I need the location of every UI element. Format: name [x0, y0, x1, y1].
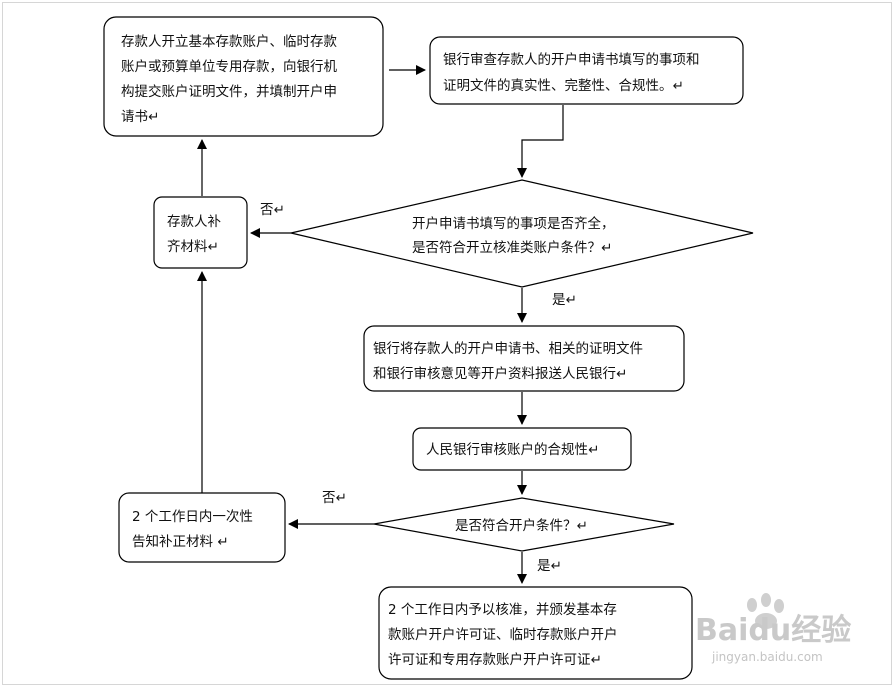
supplement1-box: [153, 196, 248, 269]
final-box: [378, 586, 693, 680]
decision1-line-2: 是否符合开立核准类账户条件？↵: [412, 239, 612, 256]
step2-line-1: 银行审查存款人的开户申请书填写的事项和: [443, 51, 700, 68]
label-yes-2: 是↵: [537, 558, 562, 574]
step1-line-2: 账户或预算单位专用存款，向银行机: [121, 58, 337, 75]
supplement1-line-2: 齐材料↵: [167, 239, 219, 255]
final-line-1: 2 个工作日内予以核准，并颁发基本存: [388, 601, 617, 618]
supplement2-line-2: 告知补正材料 ↵: [132, 533, 229, 550]
label-yes-1: 是↵: [552, 292, 577, 308]
label-no-2: 否↵: [322, 490, 347, 506]
step1-box: [103, 16, 384, 137]
paw-icon: [747, 593, 784, 629]
step3-line-2: 和银行审核意见等开户资料报送人民银行↵: [373, 365, 627, 382]
supplement2-box: [118, 492, 286, 563]
watermark-logo: Baidu经验: [695, 613, 851, 648]
decision2-line-1: 是否符合开户条件？↵: [455, 517, 588, 534]
step4-box: [412, 427, 632, 471]
decision2-diamond: [373, 497, 675, 552]
decision1-line-1: 开户申请书填写的事项是否齐全，: [412, 215, 615, 232]
step2-box: [429, 36, 744, 105]
label-no-1: 否↵: [260, 202, 285, 218]
decision1-diamond: [290, 179, 754, 288]
supplement2-line-1: 2 个工作日内一次性: [132, 509, 253, 525]
final-line-3: 许可证和专用存款账户开户许可证↵: [388, 651, 602, 668]
supplement1-line-1: 存款人补: [167, 214, 221, 230]
step3-box: [363, 325, 685, 392]
step4-line-1: 人民银行审核账户的合规性↵: [426, 441, 599, 458]
step1-line-1: 存款人开立基本存款账户、临时存款: [121, 33, 337, 50]
baidu-watermark: Baidu经验 jingyan.baidu.com: [695, 593, 851, 664]
step1-line-3: 构提交账户证明文件，并填制开户申: [121, 83, 337, 100]
step2-line-2: 证明文件的真实性、完整性、合规性。↵: [443, 78, 684, 94]
step3-line-1: 银行将存款人的开户申请书、相关的证明文件: [373, 340, 643, 357]
watermark-url: jingyan.baidu.com: [711, 650, 823, 664]
final-line-2: 款账户开户许可证、临时存款账户开户: [388, 626, 618, 643]
step1-line-4: 请书↵: [121, 109, 159, 125]
arrow-step2-to-decision1: [517, 105, 564, 178]
